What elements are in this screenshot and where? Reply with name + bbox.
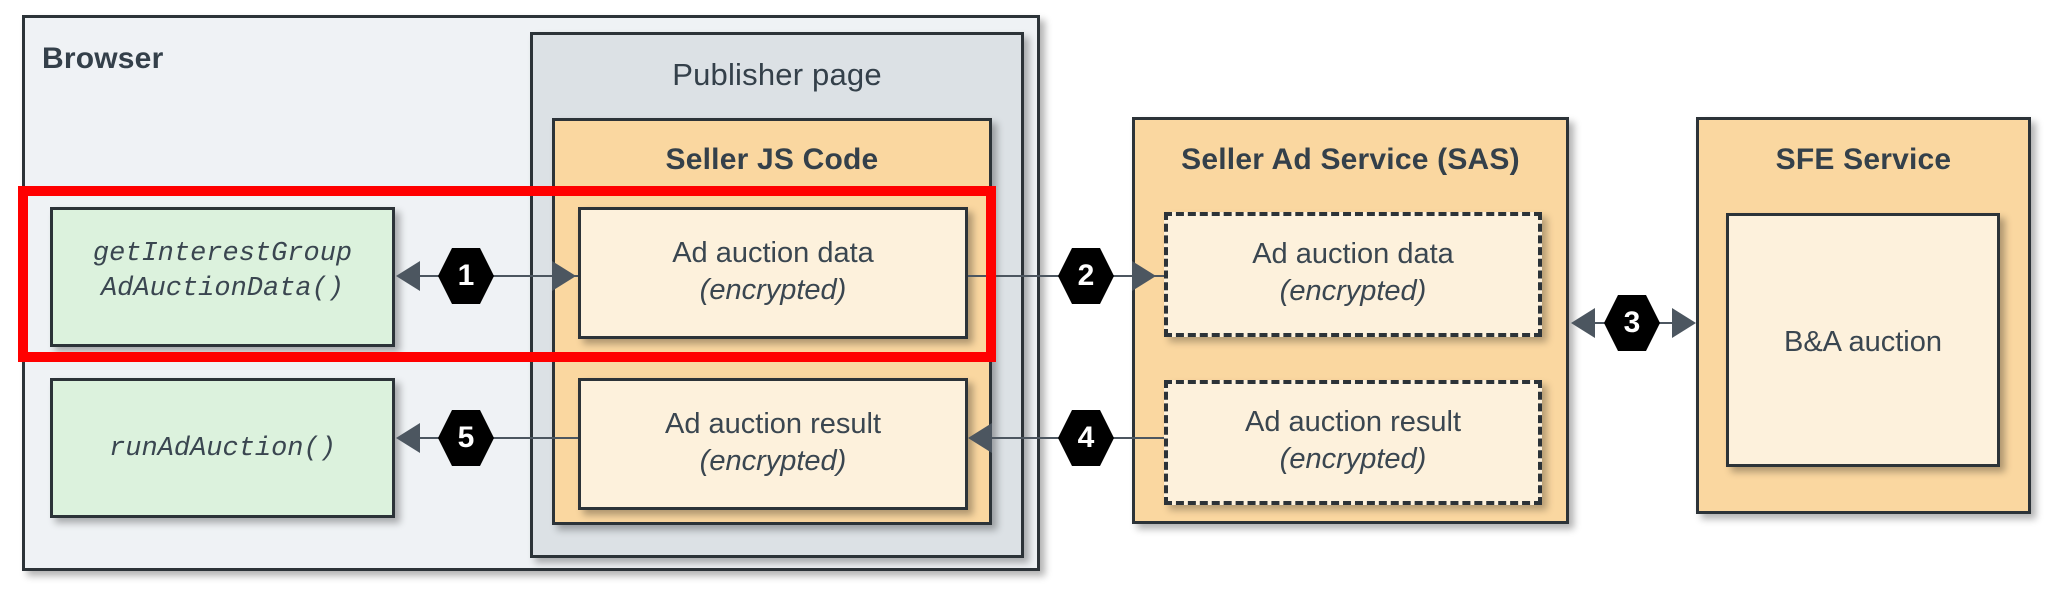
- sasdata-line1: Ad auction data: [1252, 238, 1454, 270]
- seller-js-code-label: Seller JS Code: [665, 143, 879, 176]
- jsresult-line2: (encrypted): [699, 445, 847, 478]
- connector-5-arrow-left: [396, 423, 420, 453]
- js-ad-auction-result-node: [578, 378, 968, 510]
- step-badge-4: 4: [1058, 410, 1114, 466]
- connector-4-arrow-left: [968, 423, 992, 453]
- sasresult-line2: (encrypted): [1279, 443, 1427, 476]
- gigad-line1: getInterestGroup: [92, 239, 353, 269]
- sas-ad-auction-data-text: Ad auction data (encrypted): [1164, 236, 1542, 310]
- js-ad-auction-result-text: Ad auction result (encrypted): [578, 406, 968, 480]
- sas-ad-auction-result-node: [1164, 380, 1542, 505]
- publisher-page-label: Publisher page: [672, 57, 882, 92]
- bna-auction-text: B&A auction: [1726, 324, 2000, 361]
- get-interest-group-ad-auction-data-text: getInterestGroup AdAuctionData(): [50, 237, 395, 306]
- connector-1-arrow-left: [396, 261, 420, 291]
- connector-3-arrow-right: [1672, 308, 1696, 338]
- seller-ad-service-label: Seller Ad Service (SAS): [1181, 143, 1520, 176]
- sfe-service-label: SFE Service: [1775, 143, 1952, 176]
- run-ad-auction-text: runAdAuction(): [50, 432, 395, 467]
- js-ad-auction-data-node: [578, 207, 968, 339]
- runad-line1: runAdAuction(): [109, 434, 336, 464]
- js-ad-auction-data-text: Ad auction data (encrypted): [578, 235, 968, 309]
- step-badge-5: 5: [438, 410, 494, 466]
- jsdata-line1: Ad auction data: [672, 237, 874, 269]
- sasresult-line1: Ad auction result: [1244, 406, 1461, 438]
- connector-3-arrow-left: [1571, 308, 1595, 338]
- run-ad-auction-node: [50, 378, 395, 518]
- jsresult-line1: Ad auction result: [664, 408, 881, 440]
- step-badge-3: 3: [1604, 295, 1660, 351]
- sasdata-line2: (encrypted): [1279, 275, 1427, 308]
- connector-1-arrow-right: [552, 261, 576, 291]
- bna-auction-node: [1726, 213, 2000, 467]
- step-badge-2: 2: [1058, 248, 1114, 304]
- gigad-line2: AdAuctionData(): [100, 273, 345, 304]
- sas-ad-auction-result-text: Ad auction result (encrypted): [1164, 404, 1542, 478]
- connector-2-arrow-right: [1132, 261, 1156, 291]
- sas-ad-auction-data-node: [1164, 212, 1542, 337]
- get-interest-group-ad-auction-data-node: [50, 207, 395, 347]
- step-badge-1: 1: [438, 248, 494, 304]
- connector-5-line: [418, 437, 578, 439]
- browser-label: Browser: [42, 42, 164, 75]
- bna-line1: B&A auction: [1784, 326, 1942, 358]
- jsdata-line2: (encrypted): [699, 274, 847, 307]
